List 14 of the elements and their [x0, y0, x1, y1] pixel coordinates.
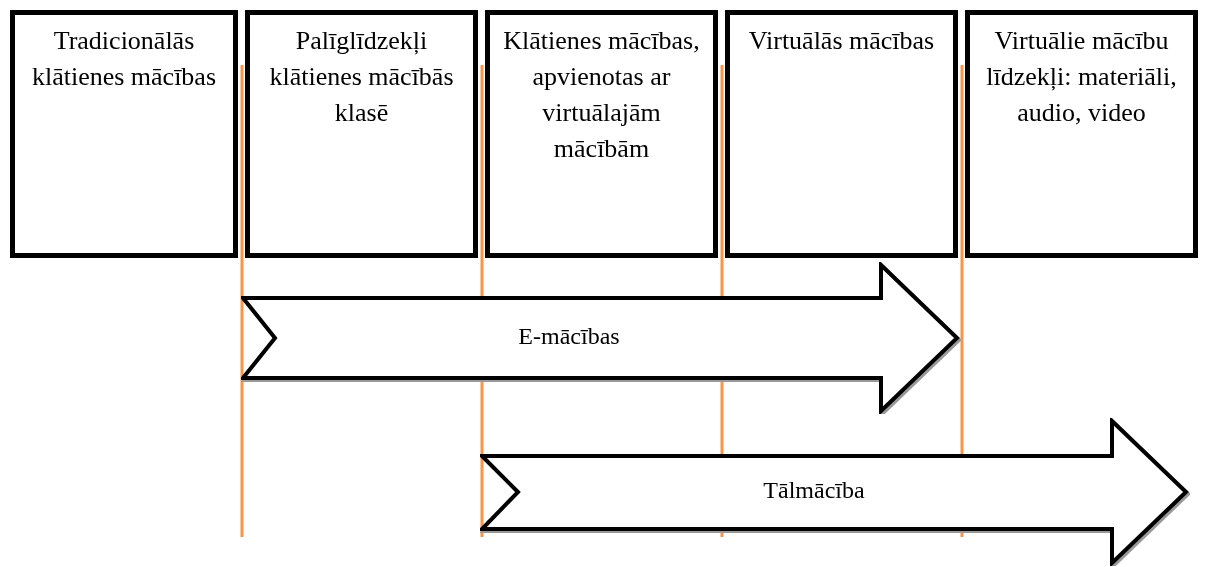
arrow-label: E-mācības: [517, 323, 621, 350]
box-label: Tradicionālās klātienes mācības: [30, 25, 218, 93]
arrow-label: Tālmācība: [762, 477, 866, 504]
stage-box: [485, 10, 718, 258]
stage-box: [725, 10, 958, 258]
stage-box: [10, 10, 238, 258]
block-arrow: [480, 418, 1190, 566]
box-label: Klātienes mācības, apvienotas ar virtuālajām mācībām: [502, 25, 701, 165]
box-label: Palīglīdzekļi klātienes mācībās klasē: [268, 25, 455, 129]
block-arrow: [241, 262, 961, 414]
stage-box: [245, 10, 478, 258]
stage-box: [965, 10, 1198, 258]
box-label: Virtuālās mācības: [747, 25, 936, 57]
box-label: Virtuālie mācību līdzekļi: materiāli, audio, video: [985, 25, 1178, 129]
